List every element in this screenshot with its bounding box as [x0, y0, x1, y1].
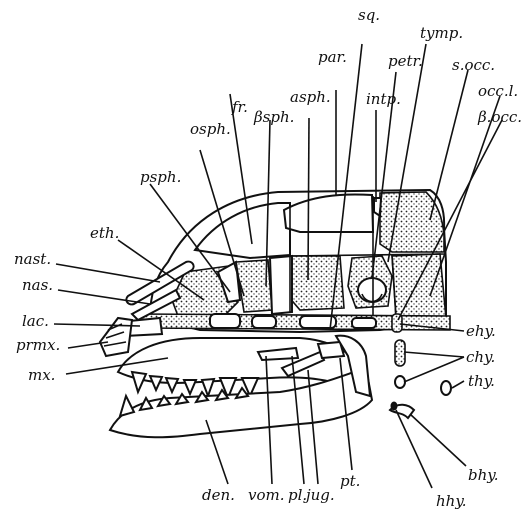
basioccipital-segment-2 [252, 316, 276, 328]
label-tymp: tymp. [420, 24, 463, 42]
premaxilla [100, 318, 132, 356]
leader-occ-l [430, 96, 500, 296]
label-ehy: ehy. [466, 322, 496, 340]
label-par: par. [318, 48, 347, 66]
leader-chy-1 [404, 352, 464, 357]
label-den: den. [202, 486, 235, 504]
label-fr: fr. [231, 98, 248, 116]
tympanic-ring [358, 278, 386, 302]
label-intp: intp. [366, 90, 401, 108]
label-lac: lac. [22, 312, 49, 330]
basioccipital-segment-4 [352, 318, 376, 328]
label-vom: vom. [248, 486, 285, 504]
thyrohyal [441, 381, 451, 395]
label-hhy: hhy. [436, 492, 467, 510]
label-sq: sq. [358, 6, 380, 24]
label-bhy: bhy. [468, 466, 499, 484]
label-nast: nast. [14, 250, 51, 268]
exoccipital [392, 254, 446, 318]
label-jug: jug. [303, 486, 335, 504]
label-petr: petr. [388, 52, 423, 70]
hypohyal [391, 402, 397, 410]
label-nas: nas. [22, 276, 53, 294]
leader-thy [452, 381, 464, 388]
basioccipital-row [140, 314, 450, 330]
label-osph: osph. [190, 120, 231, 138]
label-bsph: βsph. [253, 108, 294, 126]
leader-nast [56, 264, 160, 282]
basioccipital-segment-1 [210, 314, 240, 328]
label-pl: pl. [288, 486, 307, 504]
label-mx: mx. [28, 366, 55, 384]
leader-hhy [396, 410, 432, 488]
label-b-occ: β.occ. [477, 108, 522, 126]
label-asph: asph. [290, 88, 331, 106]
ceratohyal-lower [395, 376, 405, 388]
label-psph: psph. [140, 168, 181, 186]
leader-asph [308, 118, 309, 280]
label-prmx: prmx. [16, 336, 60, 354]
basisphenoid [270, 256, 292, 314]
label-s-occ: s.occ. [452, 56, 495, 74]
label-chy: chy. [466, 348, 495, 366]
label-thy: thy. [468, 372, 495, 390]
leader-chy-2 [404, 357, 464, 382]
label-pt: pt. [340, 472, 360, 490]
label-occ-l: occ.l. [478, 82, 518, 100]
label-eth: eth. [90, 224, 119, 242]
ceratohyal [395, 340, 405, 366]
